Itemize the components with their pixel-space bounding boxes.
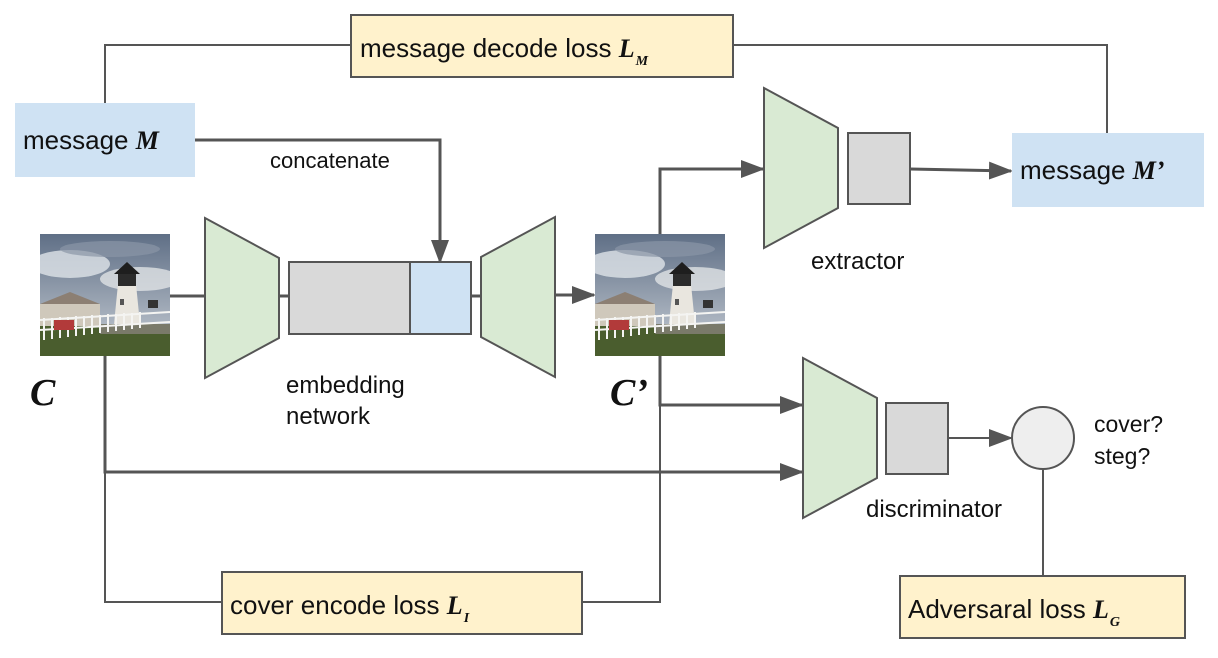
- concat-arrow: [195, 138, 449, 264]
- cover-encode-loss-box: cover encode loss LI: [221, 571, 583, 635]
- message-input-box: message M: [15, 103, 195, 177]
- discriminator-feature-block: [885, 402, 949, 475]
- embedding-encoder: [204, 216, 280, 380]
- discriminator-label: discriminator: [866, 496, 1003, 523]
- message-output-box: message M’: [1012, 133, 1204, 207]
- message-input-label: message M: [23, 125, 159, 155]
- concatenate-label: concatenate: [270, 148, 390, 173]
- encode-loss-wire-right: [582, 405, 661, 603]
- adversarial-loss-label: Adversaral loss LG: [908, 594, 1120, 630]
- decode-loss-wire-left: [104, 44, 350, 103]
- extractor-feature-block: [847, 132, 911, 205]
- discriminator-network: [802, 356, 878, 520]
- decode-loss-wire-right: [733, 44, 1108, 133]
- stego-symbol: C’: [610, 372, 648, 414]
- stego-image: [595, 234, 725, 356]
- lighthouse-photo-icon: [40, 234, 170, 356]
- embedding-label-line2: network: [286, 403, 371, 430]
- encode-loss-wire-left: [104, 472, 221, 603]
- embedding-feature-block: [288, 261, 411, 335]
- embedding-decoder: [480, 215, 556, 379]
- stego-to-discriminator-arrow: [658, 356, 804, 414]
- extractor-to-message-arrow: [909, 161, 1013, 180]
- decision-question-line2: steg?: [1094, 443, 1151, 469]
- stego-to-extractor-arrow: [658, 160, 765, 234]
- message-output-label: message M’: [1020, 155, 1165, 185]
- decision-question-line1: cover?: [1094, 411, 1164, 437]
- cover-image: [40, 234, 170, 356]
- message-decode-loss-box: message decode loss LM: [350, 14, 734, 78]
- cover-symbol: C: [30, 372, 56, 414]
- embedding-message-block: [409, 261, 472, 335]
- adversarial-loss-box: Adversaral loss LG: [899, 575, 1186, 639]
- cover-encode-loss-label: cover encode loss LI: [230, 590, 470, 626]
- extractor-network: [763, 86, 839, 250]
- extractor-label: extractor: [811, 248, 905, 275]
- lighthouse-photo-icon: [595, 234, 725, 356]
- embedding-label-line1: embedding: [286, 372, 405, 399]
- message-decode-loss-label: message decode loss LM: [360, 33, 649, 69]
- decision-node: [1011, 406, 1075, 470]
